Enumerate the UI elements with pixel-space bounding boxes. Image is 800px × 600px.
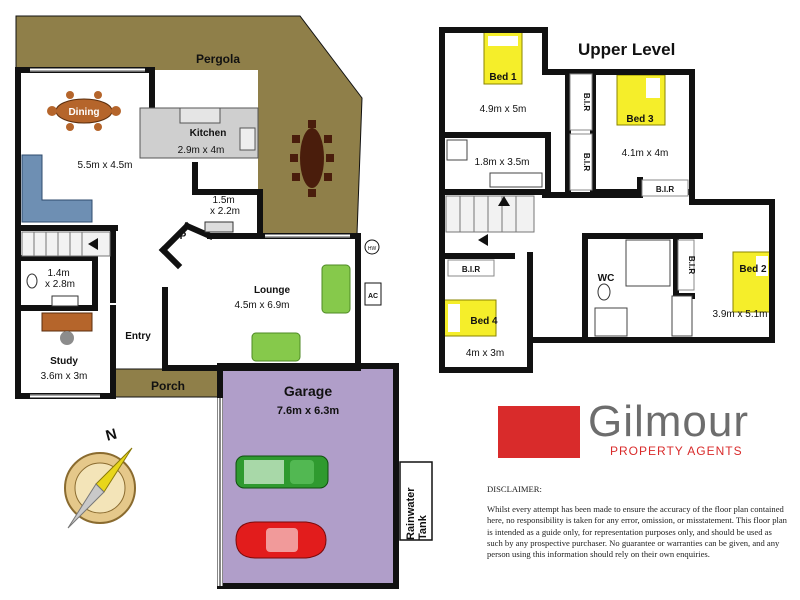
rainwater-tank-label: Rainwater Tank: [405, 484, 429, 540]
ground-windows: [30, 68, 350, 398]
kitchen-dims: 2.9m x 4m: [178, 145, 225, 156]
bir-label: B.I.R: [462, 265, 480, 274]
upper-level-title: Upper Level: [578, 40, 675, 59]
bir-label: B.I.R: [582, 93, 591, 111]
ac-label: AC: [368, 293, 378, 300]
dining-table-icon: [47, 91, 121, 131]
bir-box: [569, 73, 593, 131]
bir-box: [447, 259, 495, 277]
bed3-dims: 4.1m x 4m: [622, 148, 669, 159]
rainwater-tank: [399, 461, 433, 541]
laundry-dims: 1.5m x 2.2m: [210, 195, 240, 217]
garage-label: Garage: [284, 383, 332, 399]
bed3-label: Bed 3: [626, 114, 654, 125]
hw-unit: [364, 239, 380, 255]
bir-label: B.I.R: [656, 185, 674, 194]
lounge-label: Lounge: [254, 285, 291, 296]
powder-dims: 1.4m x 2.8m: [45, 268, 75, 290]
logo-red-square: [498, 406, 580, 458]
sofa-blue-icon: [21, 154, 93, 223]
kitchen-label: Kitchen: [190, 128, 227, 139]
bir-box: [677, 239, 695, 291]
disclaimer: DISCLAIMER: Whilst every attempt has bee…: [487, 484, 787, 560]
car-red-icon: [235, 521, 327, 559]
stairs-upper-icon: [445, 195, 535, 233]
bed-icon: [443, 299, 497, 337]
study-desk-icon: [41, 312, 93, 332]
bir-box: [569, 133, 593, 191]
study-dims: 3.6m x 3m: [41, 371, 88, 382]
bed1-dims: 4.9m x 5m: [480, 104, 527, 115]
logo-tagline: PROPERTY AGENTS: [610, 444, 743, 458]
dining-label: Dining: [68, 107, 99, 118]
pergola-table-icon: [290, 120, 334, 197]
sofa-green-icon: [321, 264, 351, 314]
car-green-icon: [235, 455, 329, 489]
bed-icon: [483, 31, 523, 85]
porch-label: Porch: [151, 379, 185, 393]
kitchen-bench-icon: [139, 107, 259, 159]
bath-upper-dims: 1.8m x 3.5m: [474, 157, 529, 168]
compass-icon: [64, 447, 136, 529]
bir-box: [641, 179, 689, 197]
bir-label: B.I.R: [687, 256, 696, 274]
upper-floor-walls: [439, 27, 775, 373]
lounge-dims: 4.5m x 6.9m: [234, 300, 289, 311]
sofa-green-icon: [251, 332, 301, 362]
hw-label: HW: [368, 246, 377, 252]
garage-dims: 7.6m x 6.3m: [277, 405, 340, 417]
bed-icon: [732, 251, 772, 313]
bed4-dims: 4m x 3m: [466, 348, 504, 359]
study-label: Study: [50, 356, 78, 367]
bed4-label: Bed 4: [470, 316, 498, 327]
compass-n-label: N: [104, 425, 119, 444]
bed1-label: Bed 1: [489, 72, 517, 83]
disclaimer-title: DISCLAIMER:: [487, 484, 542, 494]
wc-label: WC: [598, 273, 615, 284]
gilmour-logo: Gilmour PROPERTY AGENTS: [498, 397, 768, 463]
ac-unit: [364, 282, 382, 306]
dining-dims: 5.5m x 4.5m: [77, 160, 132, 171]
bed2-dims: 3.9m x 5.1m: [712, 309, 767, 320]
disclaimer-body: Whilst every attempt has been made to en…: [487, 504, 787, 560]
bir-label: B.I.R: [582, 153, 591, 171]
pergola-label: Pergola: [196, 52, 240, 66]
pantry-label: P: [180, 231, 187, 242]
bed2-label: Bed 2: [739, 264, 767, 275]
entry-label: Entry: [125, 331, 151, 342]
logo-name: Gilmour: [588, 397, 750, 446]
